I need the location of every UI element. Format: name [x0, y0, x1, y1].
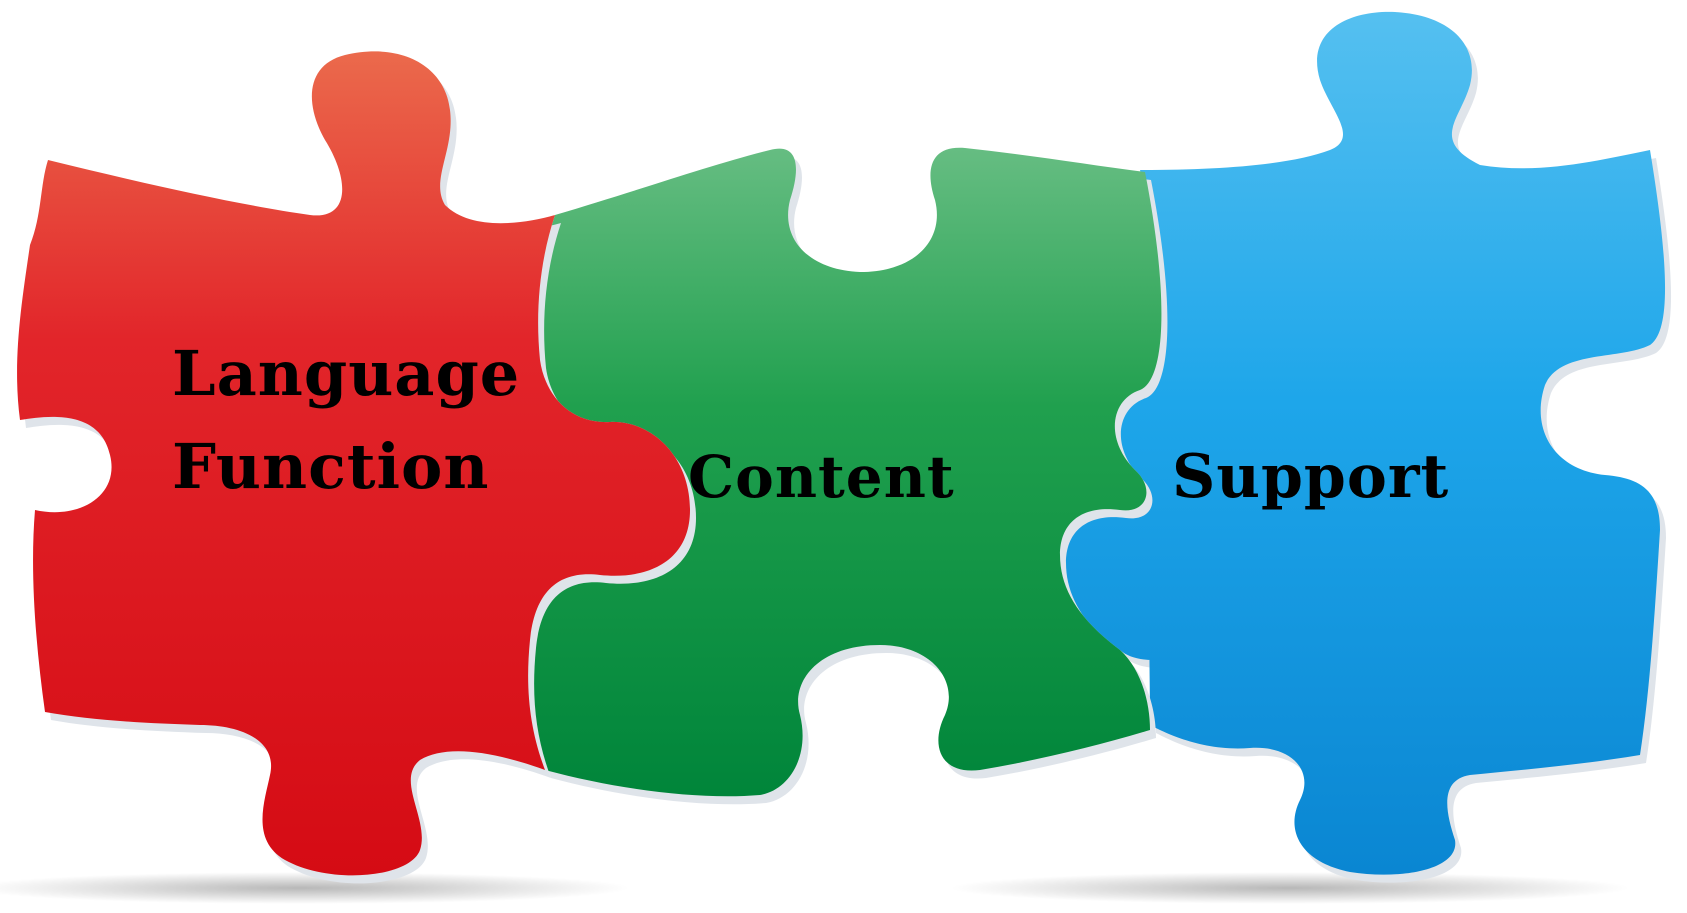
shadow-left	[0, 872, 630, 904]
label-support: Support	[1172, 442, 1449, 512]
puzzle-piece-language-function	[17, 51, 696, 884]
label-function: Function	[172, 430, 489, 503]
shadow-right	[950, 872, 1630, 904]
label-content: Content	[688, 443, 955, 511]
label-language: Language	[172, 337, 520, 410]
puzzle-piece-support	[1060, 11, 1672, 883]
puzzle-piece-content	[528, 147, 1168, 805]
